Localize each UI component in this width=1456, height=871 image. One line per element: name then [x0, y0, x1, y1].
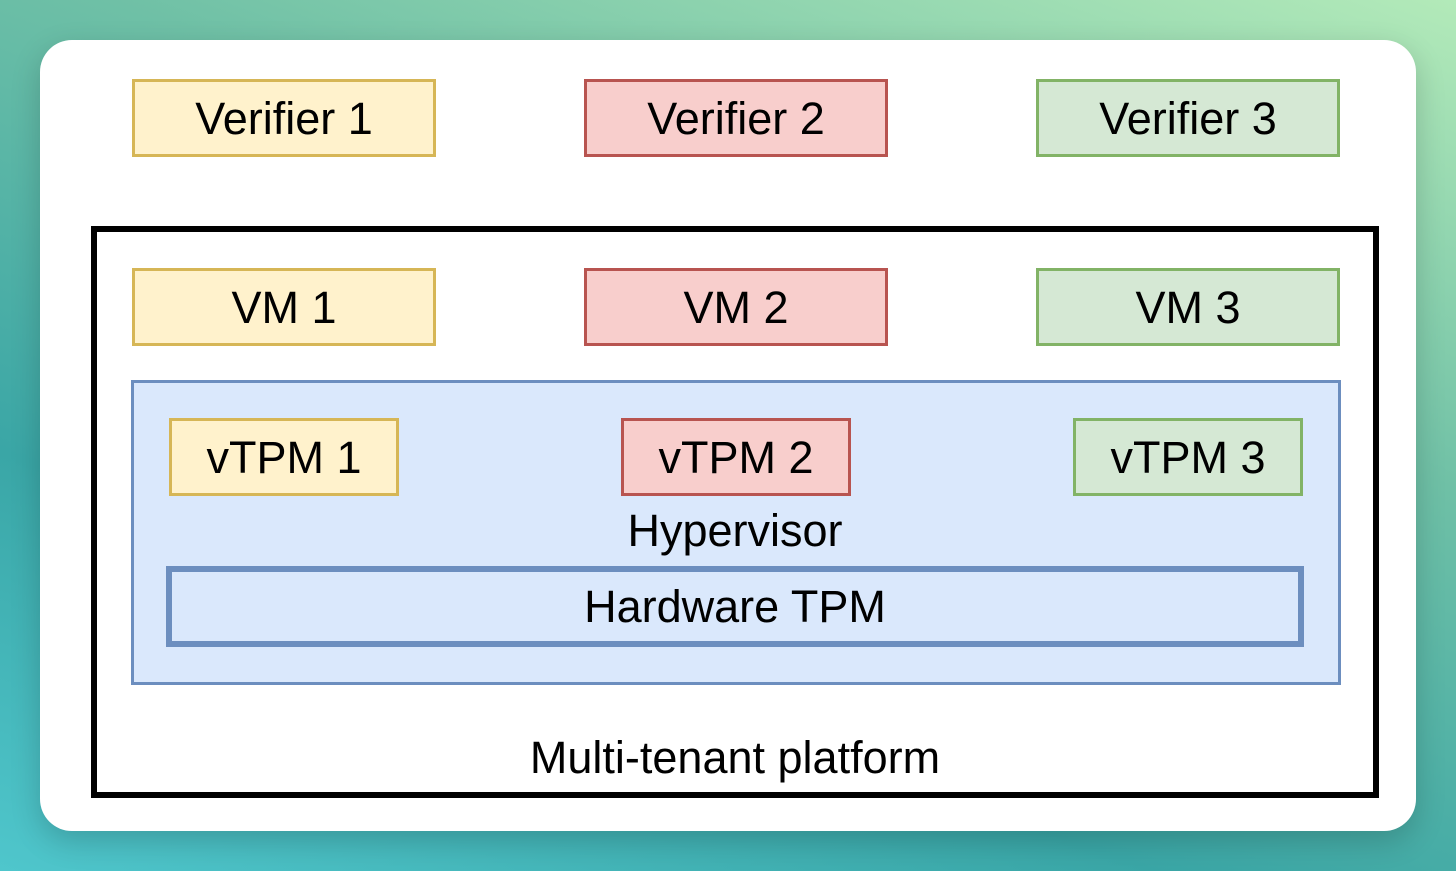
vm-1-label: VM 1 — [231, 281, 337, 333]
vm-2-label: VM 2 — [683, 281, 789, 333]
vm-3-label: VM 3 — [1135, 281, 1241, 333]
hardware-tpm-box: Hardware TPM — [166, 566, 1304, 647]
multi-tenant-platform-box — [91, 226, 1379, 798]
vtpm-1-label: vTPM 1 — [206, 431, 362, 483]
vm-2-box: VM 2 — [584, 268, 888, 346]
vtpm-2-box: vTPM 2 — [621, 418, 851, 496]
vtpm-3-label: vTPM 3 — [1110, 431, 1266, 483]
verifier-1-label: Verifier 1 — [195, 92, 373, 144]
vtpm-1-box: vTPM 1 — [169, 418, 399, 496]
verifier-3-box: Verifier 3 — [1036, 79, 1340, 157]
platform-label: Multi-tenant platform — [529, 732, 941, 783]
vtpm-3-box: vTPM 3 — [1073, 418, 1303, 496]
hardware-tpm-label: Hardware TPM — [584, 581, 886, 632]
verifier-2-label: Verifier 2 — [647, 92, 825, 144]
vm-3-box: VM 3 — [1036, 268, 1340, 346]
hypervisor-label: Hypervisor — [627, 505, 843, 556]
verifier-1-box: Verifier 1 — [132, 79, 436, 157]
verifier-2-box: Verifier 2 — [584, 79, 888, 157]
vtpm-2-label: vTPM 2 — [658, 431, 814, 483]
verifier-3-label: Verifier 3 — [1099, 92, 1277, 144]
vm-1-box: VM 1 — [132, 268, 436, 346]
